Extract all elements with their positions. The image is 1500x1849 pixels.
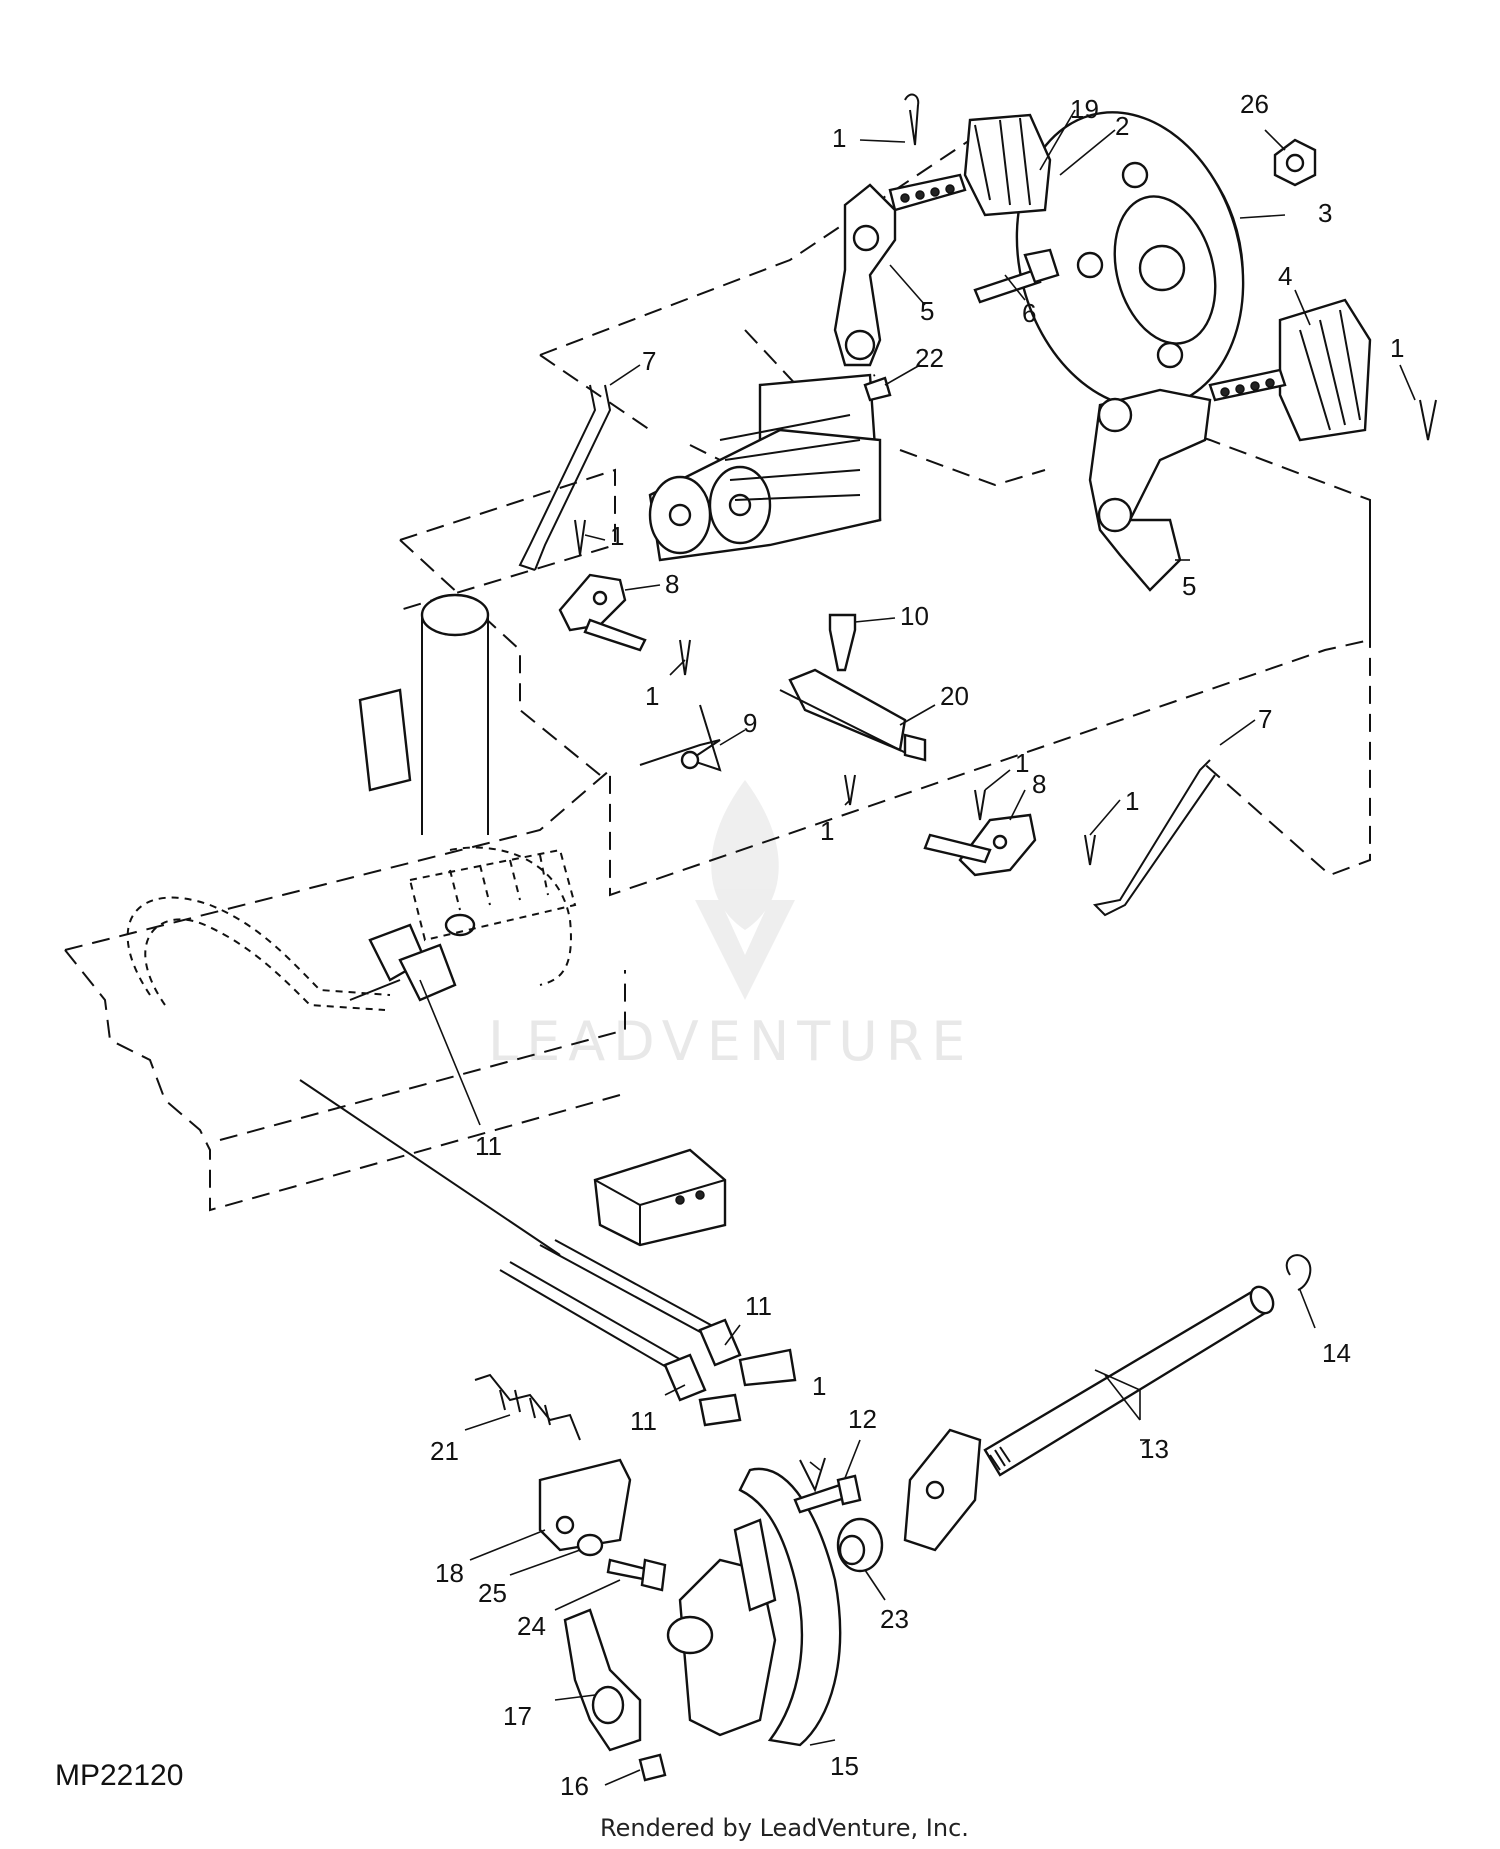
cotter-pins — [574, 93, 1437, 1493]
cable-runs — [299, 1079, 721, 1376]
bracket-8-lower — [923, 813, 1037, 877]
pin-10 — [828, 613, 857, 672]
callout-26: 26 — [1240, 89, 1269, 119]
callout-14: 14 — [1322, 1338, 1351, 1368]
cable-bracket-block — [593, 1148, 727, 1247]
callout-1-pedal: 1 — [812, 1371, 826, 1401]
cylinder-dashed — [408, 848, 577, 942]
control-valve-right — [1208, 298, 1372, 442]
watermark-text: LEADVENTURE — [488, 1010, 973, 1073]
callout-12: 12 — [848, 1404, 877, 1434]
pedal-15 — [666, 1467, 842, 1747]
callout-8-upper: 8 — [665, 569, 679, 599]
callout-3: 3 — [1318, 198, 1332, 228]
callout-8-lower: 8 — [1032, 769, 1046, 799]
hydraulic-pump — [648, 373, 882, 562]
callout-10: 10 — [900, 601, 929, 631]
spring-9 — [639, 704, 722, 772]
callout-1-lower: 1 — [820, 816, 834, 846]
diagram-code: MP22120 — [55, 1759, 183, 1792]
bolt-12 — [793, 1474, 862, 1514]
cam-lever-right — [1088, 388, 1212, 592]
shaft-13 — [983, 1285, 1275, 1477]
bolt-24 — [606, 1558, 667, 1592]
cable-fitting-11-lower — [663, 1318, 797, 1427]
callout-11-upper: 11 — [475, 1131, 502, 1161]
callout-13: 13 — [1140, 1434, 1169, 1464]
control-cable-loop — [126, 846, 572, 1011]
callout-19: 19 — [1070, 94, 1099, 124]
cam-lever-upper — [833, 183, 897, 367]
setscrew-16 — [638, 1753, 667, 1782]
callout-22: 22 — [915, 343, 944, 373]
cable-fitting-11-upper — [349, 913, 476, 1002]
washer-25 — [576, 1533, 604, 1557]
callout-7-lower: 7 — [1258, 704, 1272, 734]
rod-7-lower — [1092, 759, 1216, 917]
lift-tower — [358, 593, 490, 835]
callout-23: 23 — [880, 1604, 909, 1634]
callout-1-bracket: 1 — [1125, 786, 1139, 816]
leader-lines — [419, 109, 1416, 1786]
plate-18 — [538, 1458, 632, 1552]
callout-9: 9 — [743, 708, 757, 738]
rod-7-upper — [518, 384, 612, 571]
callout-4: 4 — [1278, 261, 1292, 291]
leadventure-watermark: LEADVENTURE — [488, 780, 973, 1073]
callout-15: 15 — [830, 1751, 859, 1781]
fitting-22 — [863, 376, 892, 402]
callout-1-right: 1 — [1390, 333, 1404, 363]
retaining-clip-14 — [1285, 1254, 1312, 1291]
callout-1-mid: 1 — [645, 681, 659, 711]
callout-11-lower: 11 — [630, 1406, 657, 1436]
callout-1-shaft: 1 — [1015, 748, 1029, 778]
bracket-plate — [903, 1428, 982, 1552]
callout-24: 24 — [517, 1611, 546, 1641]
cam-17 — [563, 1608, 642, 1752]
callout-17: 17 — [503, 1701, 532, 1731]
callout-5-upper: 5 — [920, 296, 934, 326]
callout-16: 16 — [560, 1771, 589, 1801]
render-credit: Rendered by LeadVenture, Inc. — [600, 1814, 969, 1842]
spring-21 — [474, 1373, 581, 1441]
callout-2: 2 — [1115, 111, 1129, 141]
bracket-8-upper — [558, 573, 647, 652]
callout-11-mid: 11 — [745, 1291, 772, 1321]
control-valve-left — [888, 113, 1052, 217]
callout-25: 25 — [478, 1578, 507, 1608]
nut-26 — [1273, 138, 1317, 187]
callout-1: 1 — [832, 123, 846, 153]
callout-6: 6 — [1022, 298, 1036, 328]
callout-5-right: 5 — [1182, 571, 1196, 601]
callout-20: 20 — [940, 681, 969, 711]
bolt-6 — [973, 248, 1060, 304]
callout-18: 18 — [435, 1558, 464, 1588]
shaft-20 — [779, 668, 927, 762]
bushing-23 — [836, 1517, 884, 1573]
callout-7-upper: 7 — [642, 346, 656, 376]
callout-21: 21 — [430, 1436, 459, 1466]
callout-1-left: 1 — [610, 521, 624, 551]
callout-labels: 1 19 2 26 3 5 6 4 1 7 22 1 8 5 10 1 20 9… — [430, 89, 1404, 1801]
